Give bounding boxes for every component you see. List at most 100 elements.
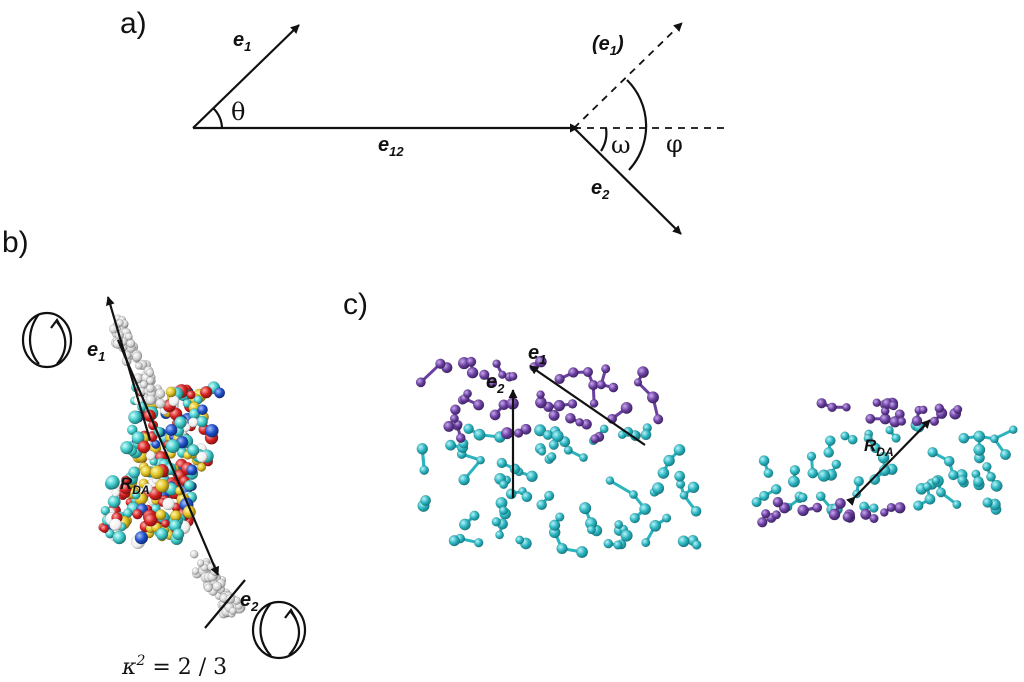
acceptor-atom [498,370,507,379]
donor-atom [476,455,485,465]
acceptor-atom [466,356,477,367]
donor-atom [831,459,842,470]
acceptor-atom [415,377,426,388]
donor-atom [473,428,486,441]
dna-atom [107,495,121,509]
acceptor-atom [548,409,560,422]
dna-atom [197,404,208,416]
acceptor-atom [757,517,768,528]
donor-atom [499,506,509,516]
donor-atom [948,469,959,481]
dna-atom [160,519,170,528]
donor-atom [986,471,996,482]
dna-atom [111,488,121,498]
donor-atom [533,424,547,437]
dna-atom [112,530,127,545]
donor-atom [542,430,553,441]
donor-atom [1000,449,1012,461]
donor-atom [419,465,430,475]
acceptor-atom [492,359,501,369]
donor-atom [982,497,993,508]
donor-atom [536,499,548,511]
donor-atom [931,476,941,485]
label-e2-dye: e2 [240,589,259,614]
donor-atom [555,512,565,522]
donor-atom [544,490,555,501]
dna-atom [134,531,149,545]
donor-atom [416,443,428,455]
donor-atom [853,476,864,487]
donor-atom [798,492,808,503]
bond [608,479,635,496]
dye-atom [126,338,136,348]
donor-atom [629,490,638,499]
label-rda-dna: RDA [120,474,150,497]
dna-atom [100,524,109,533]
dye-atom [191,567,200,575]
donor-atom [691,540,702,550]
donor-atom [663,454,675,467]
donor-atom [982,462,992,472]
omega-symbol: ω [611,131,631,159]
donor-atom [823,447,835,458]
donor-atom [548,439,559,450]
dye-atom [145,368,155,377]
acceptor-atom [816,398,827,409]
dye-atom [132,351,143,362]
acceptor-atom [637,366,649,378]
acceptor-atom [589,398,599,408]
donor-atom [515,535,525,545]
dna-atom [109,518,122,531]
acceptor-atom [929,416,940,426]
dna-atom [155,509,167,521]
dna-atom [188,417,199,428]
donor-atom [549,519,561,531]
acceptor-atom [919,405,928,415]
donor-atom [505,488,517,500]
dna-atom [131,431,145,445]
donor-atom [687,481,700,494]
dna-atom [128,466,141,479]
acceptor-atom [872,398,882,408]
dna-atom [132,508,143,520]
donor-atom [825,435,836,447]
dna-atom [199,386,213,399]
donor-atom [847,434,858,445]
donor-atom [817,469,831,482]
dna-atom [120,441,134,455]
donor-atom [613,540,623,550]
label-rda-molecule: RDA [864,436,894,459]
donor-atom [936,487,947,498]
acceptor-atom [869,513,879,524]
donor-atom [579,453,588,462]
donor-atom [491,517,501,527]
acceptor-atom [888,400,899,411]
donor-atom [759,490,770,502]
donor-atom [499,479,509,489]
dna-atom [186,464,198,476]
dye-atom [134,361,143,370]
acceptor-atom [772,496,784,508]
panel-label-a: a) [120,7,147,40]
donor-atom [789,465,801,476]
donor-atom [614,520,624,529]
rotation-arrow-icon [21,311,73,369]
dna-atom [137,440,151,454]
theta-angle-arc [212,107,224,129]
panel-label-b: b) [2,226,29,259]
acceptor-atom [535,355,547,368]
dye-atom [125,332,133,341]
acceptor-atom [554,373,565,385]
dna-atom [187,444,200,457]
donor-atom [458,518,471,531]
acceptor-atom [553,399,566,412]
donor-atom [807,467,819,479]
donor-atom [840,431,850,441]
donor-atom [958,432,970,444]
acceptor-atom [473,399,485,411]
dye-atom [155,398,166,409]
donor-atom [509,463,521,475]
donor-atom [690,505,702,517]
donor-atom [579,502,592,515]
donor-atom [758,455,770,467]
